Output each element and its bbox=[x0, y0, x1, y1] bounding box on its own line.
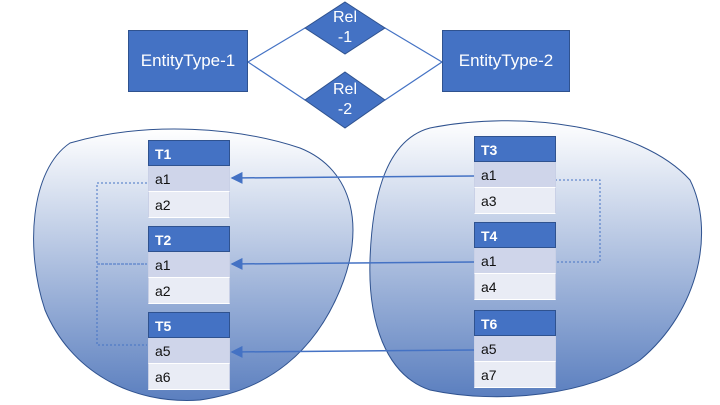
table-row: a2 bbox=[148, 192, 230, 218]
arrow-t3-a1-to-t1-a1 bbox=[230, 171, 475, 184]
table-t5: T5 a5 a6 bbox=[148, 312, 230, 390]
table-row: a1 bbox=[474, 162, 556, 188]
table-row: a5 bbox=[148, 338, 230, 364]
table-row: a7 bbox=[474, 362, 556, 388]
table-t6: T6 a5 a7 bbox=[474, 310, 556, 388]
table-header: T2 bbox=[148, 226, 230, 252]
table-row: a1 bbox=[148, 166, 230, 192]
table-header: T5 bbox=[148, 312, 230, 338]
relationship-label-2-line-2: -2 bbox=[337, 101, 353, 118]
mapping-arrows bbox=[230, 171, 475, 358]
table-t4: T4 a1 a4 bbox=[474, 222, 556, 300]
arrow-t6-a5-to-t5-a5 bbox=[230, 345, 475, 358]
table-header: T1 bbox=[148, 140, 230, 166]
table-t2: T2 a1 a2 bbox=[148, 226, 230, 304]
table-t3: T3 a1 a3 bbox=[474, 136, 556, 214]
relationship-diamond-1 bbox=[304, 1, 386, 55]
entity-type-1: EntityType-1 bbox=[128, 30, 248, 92]
table-header: T3 bbox=[474, 136, 556, 162]
table-row: a1 bbox=[474, 248, 556, 274]
table-row: a6 bbox=[148, 364, 230, 390]
relationship-label-2: Rel -2 bbox=[320, 80, 370, 120]
table-row: a3 bbox=[474, 188, 556, 214]
relationship-label-1-line-1: Rel bbox=[332, 9, 357, 26]
table-row: a5 bbox=[474, 336, 556, 362]
relationship-label-1: Rel -1 bbox=[320, 8, 370, 48]
table-t1: T1 a1 a2 bbox=[148, 140, 230, 218]
table-row: a2 bbox=[148, 278, 230, 304]
table-header: T6 bbox=[474, 310, 556, 336]
relationship-diamond-2 bbox=[304, 71, 386, 129]
right-dotted-links bbox=[555, 179, 601, 263]
table-header: T4 bbox=[474, 222, 556, 248]
er-connectors bbox=[247, 27, 443, 101]
relationship-label-1-line-2: -1 bbox=[337, 29, 353, 46]
arrow-t4-a1-to-t2-a1 bbox=[230, 257, 475, 270]
table-row: a4 bbox=[474, 274, 556, 300]
table-row: a1 bbox=[148, 252, 230, 278]
left-dotted-links bbox=[96, 182, 147, 346]
entity-type-2: EntityType-2 bbox=[442, 30, 570, 92]
relationship-label-2-line-1: Rel bbox=[332, 81, 357, 98]
